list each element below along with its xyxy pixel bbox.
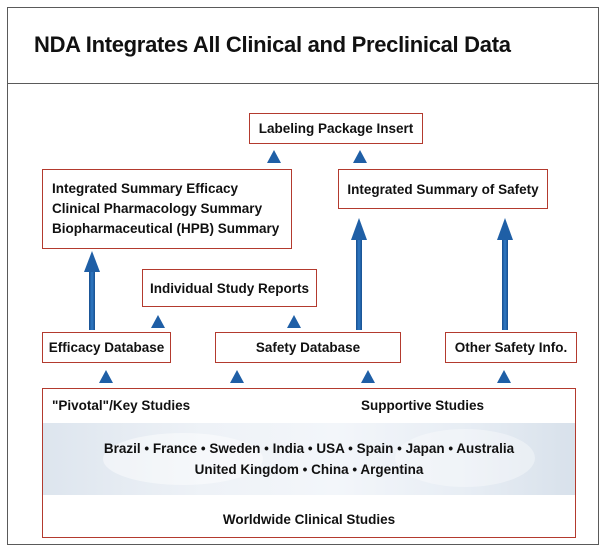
- arrowhead-to-safety-db-left: [230, 370, 244, 383]
- countries-band: [43, 423, 575, 495]
- arrowhead-to-efficacy-db: [99, 370, 113, 383]
- worldwide-studies-panel: "Pivotal"/Key Studies Supportive Studies…: [42, 388, 576, 538]
- worldwide-studies-label: Worldwide Clinical Studies: [222, 512, 396, 527]
- arrow-other-to-integrated: [497, 218, 513, 330]
- node-integrated-summary-efficacy: Integrated Summary Efficacy Clinical Pha…: [42, 169, 292, 249]
- arrowhead-to-labeling-left: [267, 150, 281, 163]
- arrow-safety-to-integrated: [351, 218, 367, 330]
- node-safety-database: Safety Database: [215, 332, 401, 363]
- node-integrated-summary-safety: Integrated Summary of Safety: [338, 169, 548, 209]
- arrowhead-to-safety-db-right: [361, 370, 375, 383]
- arrow-efficacy-to-integrated: [84, 251, 100, 330]
- countries-line-2: United Kingdom • China • Argentina: [194, 462, 424, 477]
- arrowhead-to-other-safety: [497, 370, 511, 383]
- page-title: NDA Integrates All Clinical and Preclini…: [34, 32, 511, 57]
- node-line-efficacy-3: Biopharmaceutical (HPB) Summary: [52, 221, 280, 236]
- node-individual-study-reports: Individual Study Reports: [142, 269, 317, 307]
- arrowhead-to-reports-left: [151, 315, 165, 328]
- node-line-efficacy-1: Integrated Summary Efficacy: [52, 181, 239, 196]
- figure-frame: NDA Integrates All Clinical and Preclini…: [7, 7, 599, 545]
- pivotal-studies-label: "Pivotal"/Key Studies: [52, 398, 191, 413]
- arrowhead-to-labeling-right: [353, 150, 367, 163]
- title-bar: NDA Integrates All Clinical and Preclini…: [8, 8, 598, 84]
- node-other-safety-info: Other Safety Info.: [445, 332, 577, 363]
- node-labeling-package-insert: Labeling Package Insert: [249, 113, 423, 144]
- node-line-efficacy-2: Clinical Pharmacology Summary: [52, 201, 263, 216]
- node-efficacy-database: Efficacy Database: [42, 332, 171, 363]
- arrowhead-to-reports-right: [287, 315, 301, 328]
- supportive-studies-label: Supportive Studies: [361, 398, 485, 413]
- countries-line-1: Brazil • France • Sweden • India • USA •…: [103, 441, 515, 456]
